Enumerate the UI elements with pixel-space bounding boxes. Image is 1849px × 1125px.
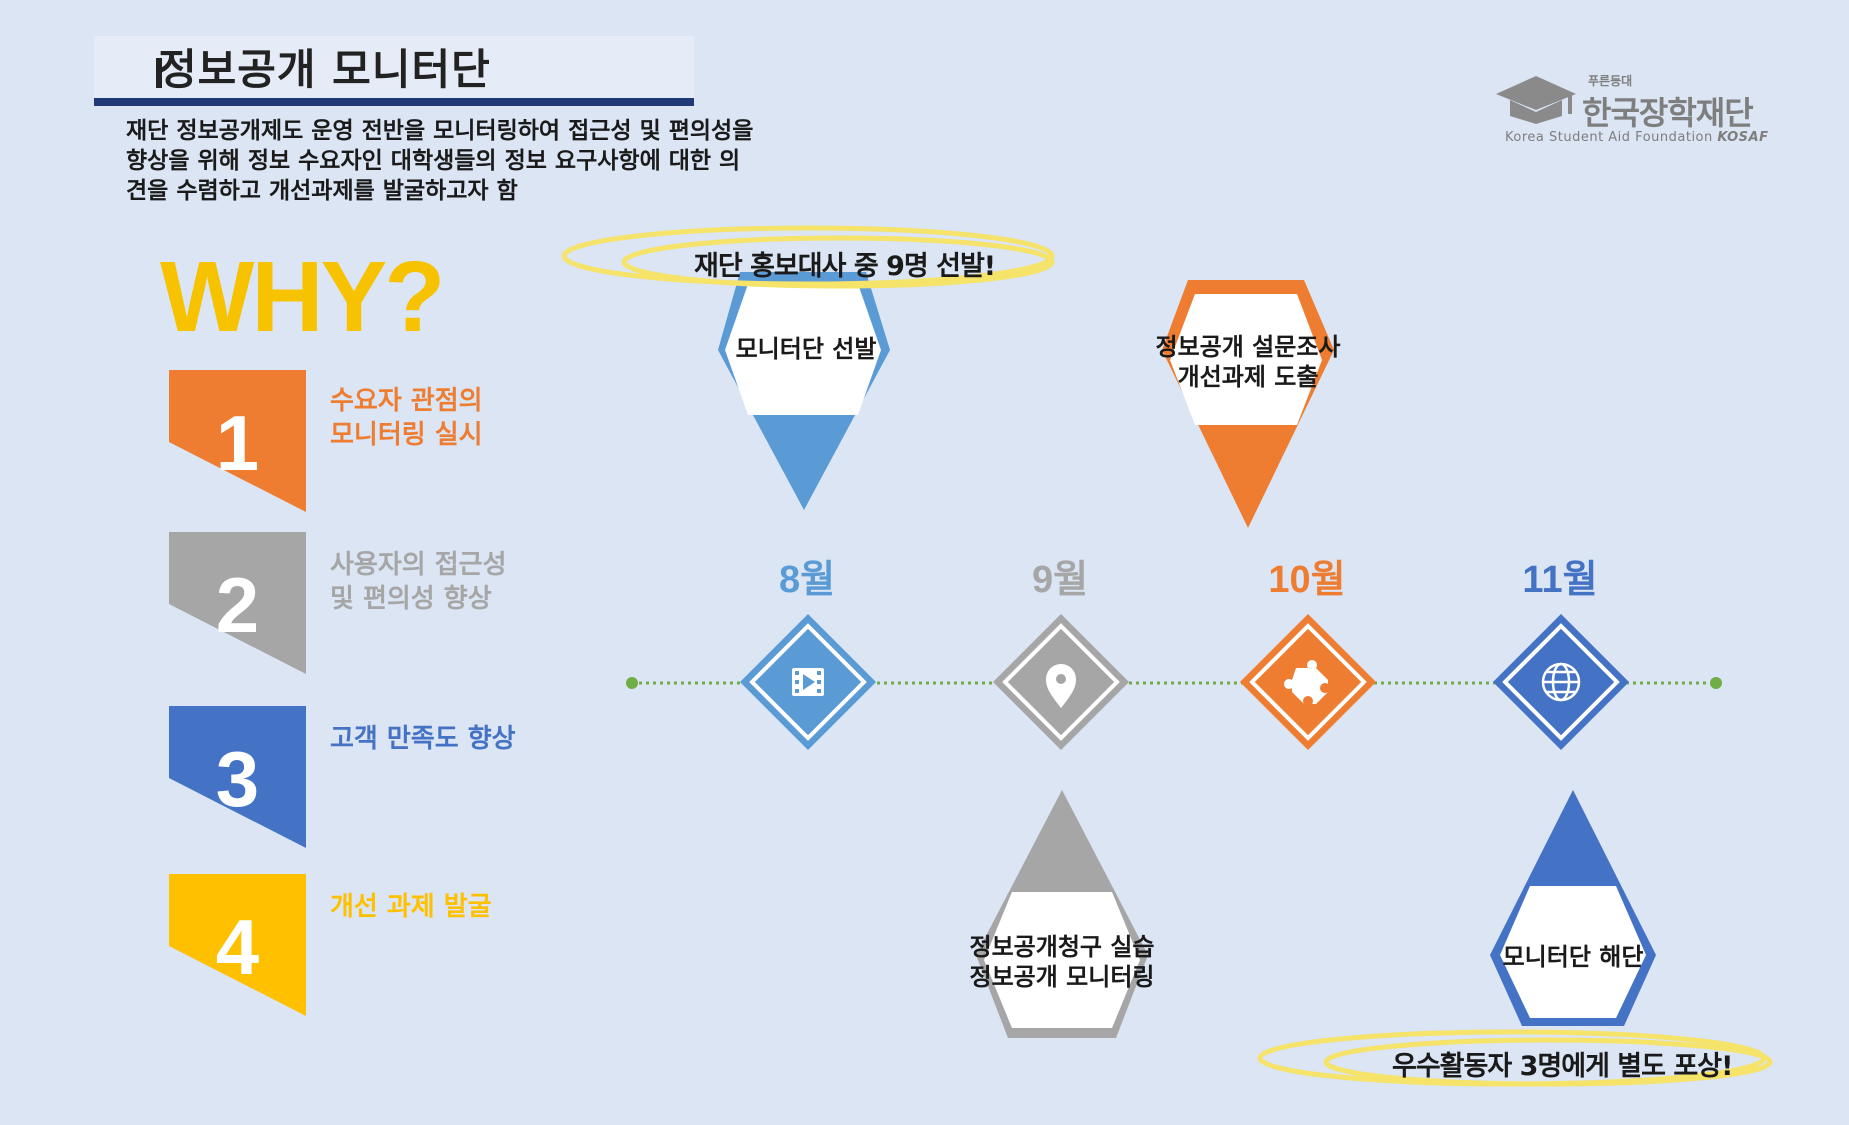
why-heading: WHY? — [160, 241, 445, 353]
video-icon — [792, 668, 824, 696]
title-underline — [94, 98, 694, 106]
logo-abbr: KOSAF — [1717, 130, 1769, 145]
logo-english-name: Korea Student Aid Foundation — [1505, 130, 1713, 145]
aug-pin-shape — [718, 272, 890, 510]
step-3-tag: 3 — [169, 706, 306, 848]
event-sep: 정보공개청구 실습 정보공개 모니터링 — [969, 933, 1155, 991]
globe-icon — [1541, 662, 1581, 702]
title-panel — [94, 36, 694, 98]
timeline-start-dot — [626, 677, 638, 689]
puzzle-icon — [1284, 660, 1328, 704]
sep-pin-shape — [976, 790, 1148, 1038]
month-aug: 8월 — [778, 559, 836, 601]
step-2-tag: 2 — [169, 532, 306, 674]
logo-small-text: 푸른등대 — [1588, 74, 1633, 88]
step-4-label: 개선 과제 발굴 — [330, 892, 492, 922]
logo-name: 한국장학재단 — [1582, 94, 1754, 132]
title-marker — [156, 58, 162, 88]
month-sep: 9월 — [1031, 559, 1089, 601]
highlight-top: 재단 홍보대사 중 9명 선발! — [694, 251, 996, 282]
event-oct: 정보공개 설문조사 개선과제 도출 — [1155, 333, 1341, 391]
map-pin-icon — [1046, 664, 1076, 708]
step-1-label: 수요자 관점의 모니터링 실시 — [330, 386, 483, 450]
bottom-highlight-ring — [1257, 1029, 1773, 1087]
oct-pin-shape — [1162, 280, 1334, 528]
step-2-label: 사용자의 접근성 및 편의성 향상 — [330, 550, 507, 614]
top-highlight-ring — [561, 225, 1055, 289]
step-3-number: 3 — [215, 735, 260, 823]
nov-pin-shape — [1490, 790, 1656, 1026]
step-4-number: 4 — [215, 903, 260, 991]
step-1-tag: 1 — [169, 370, 306, 512]
step-3-label: 고객 만족도 향상 — [330, 724, 516, 754]
event-aug: 모니터단 선발 — [735, 335, 877, 363]
timeline-end-dot — [1710, 677, 1722, 689]
graduation-cap-icon — [1496, 76, 1576, 124]
highlight-bottom: 우수활동자 3명에게 별도 포상! — [1392, 1051, 1733, 1082]
month-oct: 10월 — [1268, 559, 1346, 601]
intro-text: 재단 정보공개제도 운영 전반을 모니터링하여 접근성 및 편의성을 향상을 위… — [126, 118, 754, 204]
event-nov: 모니터단 해단 — [1502, 943, 1644, 971]
step-1-number: 1 — [215, 399, 260, 487]
step-2-number: 2 — [215, 561, 260, 649]
logo-subtitle: Korea Student Aid Foundation KOSAF — [1505, 130, 1769, 145]
month-nov: 11월 — [1522, 559, 1598, 601]
page-title: 정보공개 모니터단 — [158, 45, 491, 94]
step-4-tag: 4 — [169, 874, 306, 1016]
